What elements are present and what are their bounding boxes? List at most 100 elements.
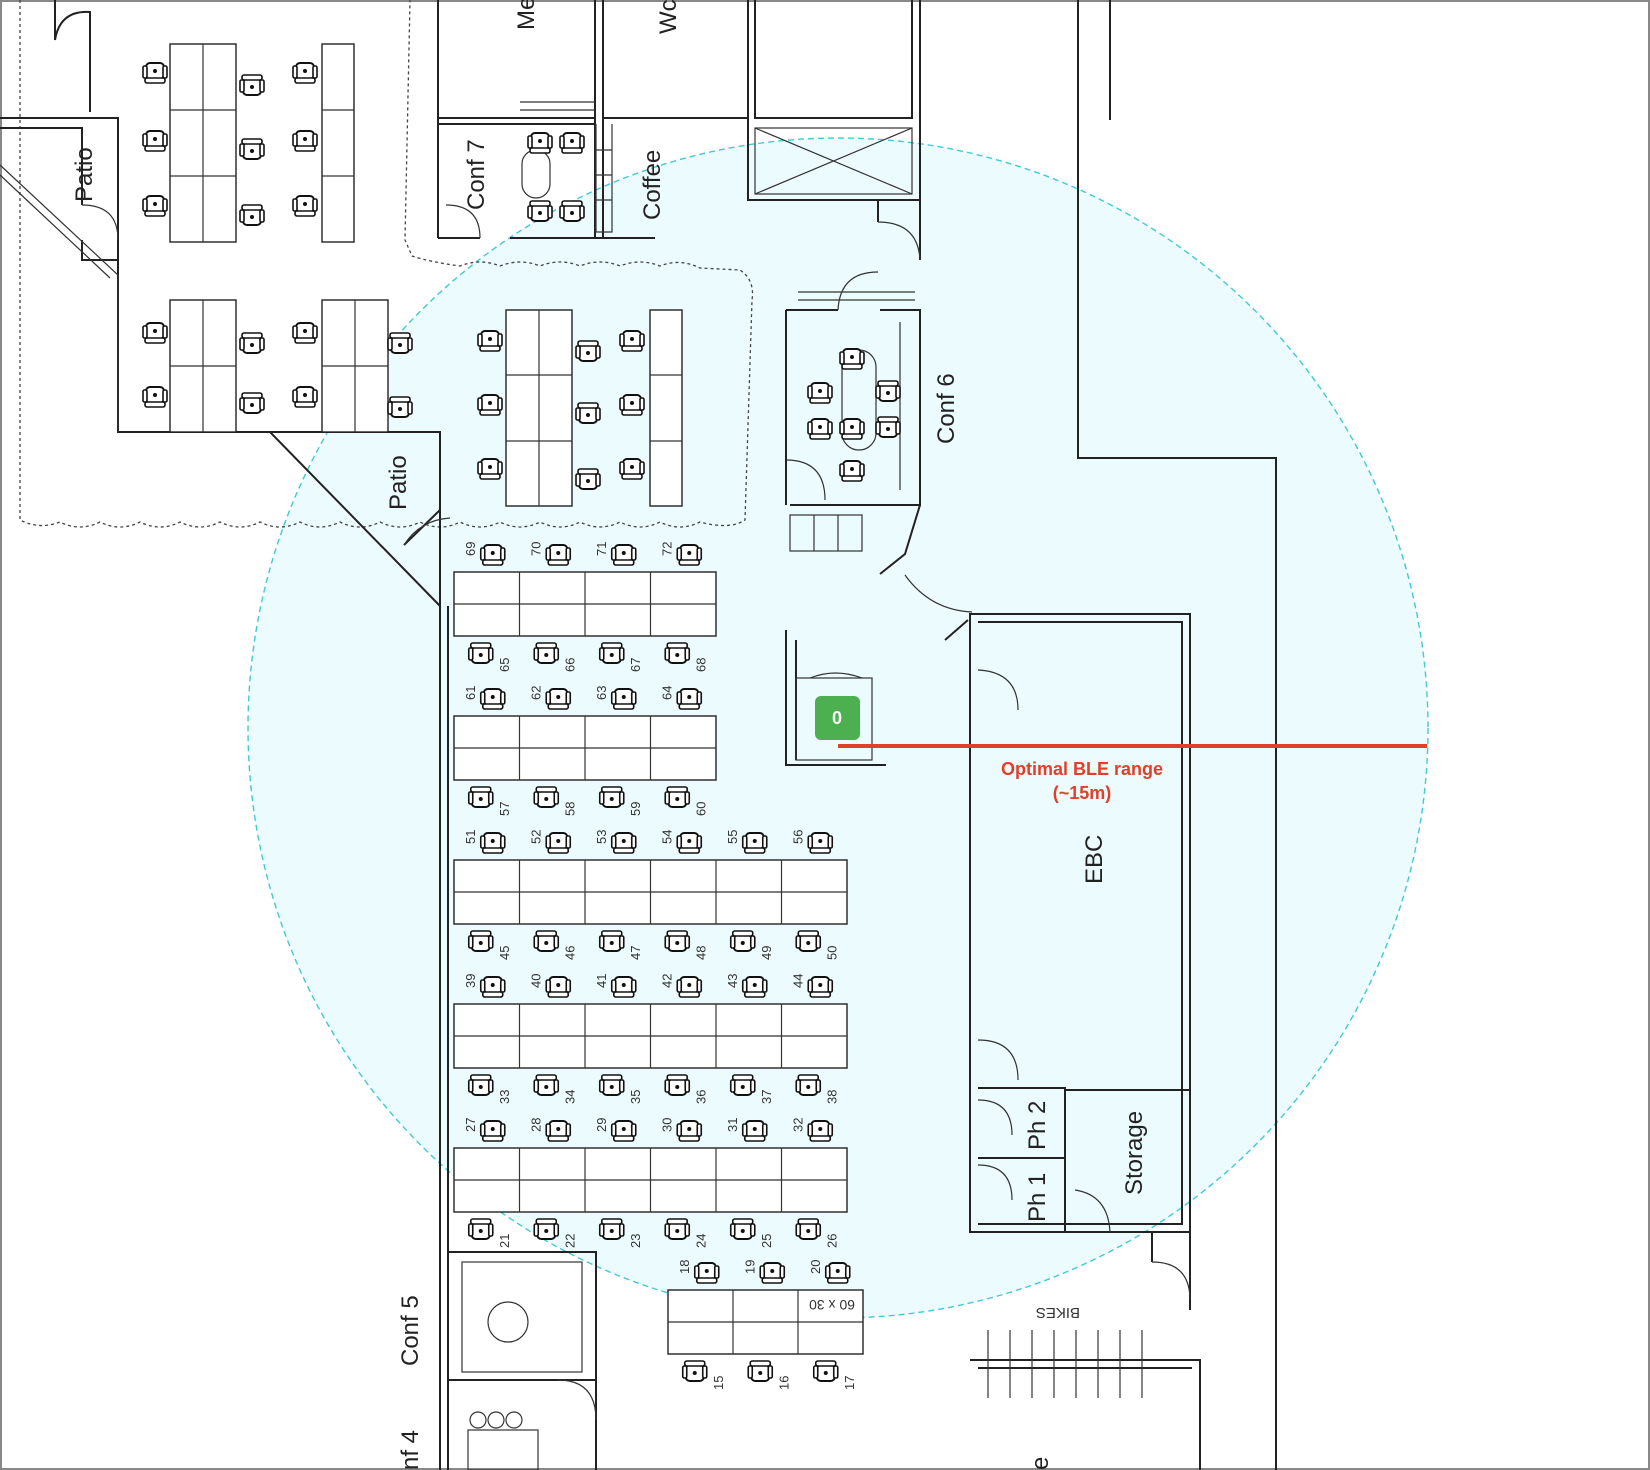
seat-number: 26 bbox=[824, 1234, 839, 1248]
seat-number: 59 bbox=[628, 802, 643, 816]
room-label-me: Me bbox=[513, 0, 540, 30]
beacon-marker-label: 0 bbox=[832, 708, 842, 728]
desk-chair-icon bbox=[664, 642, 691, 664]
desk-chair-icon bbox=[741, 832, 768, 854]
seat-number: 52 bbox=[528, 830, 543, 844]
desk-chair-icon bbox=[467, 1218, 494, 1240]
room-label-bikes: BIKES bbox=[1036, 1304, 1080, 1321]
room-label-conf6: Conf 6 bbox=[933, 373, 960, 444]
seat-number: 23 bbox=[628, 1234, 643, 1248]
desk-chair-icon bbox=[545, 544, 572, 566]
desk-chair-icon bbox=[479, 1120, 506, 1142]
desk-layer bbox=[453, 571, 848, 1213]
seat-number: 48 bbox=[693, 946, 708, 960]
desk-chair-icon bbox=[598, 930, 625, 952]
desk-chair-icon bbox=[676, 976, 703, 998]
room-label-wo: Wc bbox=[655, 0, 682, 34]
desk-chair-icon bbox=[676, 1120, 703, 1142]
desk-chair-icon bbox=[239, 332, 265, 354]
desk-chair-icon bbox=[610, 1120, 637, 1142]
room-label-conf5: Conf 5 bbox=[397, 1295, 424, 1366]
desk-size-note: 60 x 30 bbox=[809, 1297, 855, 1313]
desk-chair-icon bbox=[729, 930, 756, 952]
seat-number: 63 bbox=[594, 686, 609, 700]
desk-chair-icon bbox=[729, 1074, 756, 1096]
ble-range-label: Optimal BLE range bbox=[1001, 759, 1163, 779]
desk-chair-icon bbox=[559, 132, 585, 154]
seat-number: 28 bbox=[528, 1118, 543, 1132]
desk-chair-icon bbox=[759, 1262, 786, 1284]
seat-number: 32 bbox=[790, 1118, 805, 1132]
upper-left-wing bbox=[0, 0, 754, 607]
desk-chair-icon bbox=[292, 195, 318, 217]
desk-chair-icon bbox=[795, 1218, 822, 1240]
desk-chair-icon bbox=[598, 1218, 625, 1240]
desk-chair-icon bbox=[527, 132, 553, 154]
beacon-marker-icon[interactable] bbox=[815, 696, 860, 740]
seat-number: 57 bbox=[497, 802, 512, 816]
desk-chair-icon bbox=[559, 200, 585, 222]
desk-chair-icon bbox=[741, 1120, 768, 1142]
desk-chair-icon bbox=[467, 930, 494, 952]
desk-chair-icon bbox=[239, 138, 265, 160]
seat-number: 50 bbox=[824, 946, 839, 960]
seat-number: 45 bbox=[497, 946, 512, 960]
desk-chair-icon bbox=[664, 930, 691, 952]
seat-number: 41 bbox=[594, 974, 609, 988]
right-walls bbox=[969, 0, 1277, 1470]
desk-chair-icon bbox=[681, 1360, 708, 1382]
desk-chair-icon bbox=[807, 1120, 834, 1142]
desk-chair-icon bbox=[664, 786, 691, 808]
desk-chair-icon bbox=[533, 1074, 560, 1096]
room-label-patio-top: Patio bbox=[71, 147, 98, 202]
desk-chair-icon bbox=[533, 642, 560, 664]
desk-chair-icon bbox=[676, 544, 703, 566]
top-rooms bbox=[437, 0, 921, 261]
desk-chair-icon bbox=[610, 976, 637, 998]
seat-number: 69 bbox=[463, 542, 478, 556]
seat-number: 21 bbox=[497, 1234, 512, 1248]
seat-number: 71 bbox=[594, 542, 609, 556]
desk-chair-icon bbox=[292, 130, 318, 152]
desk-chair-icon bbox=[610, 832, 637, 854]
desk-chair-icon bbox=[807, 418, 833, 440]
desk-chair-icon bbox=[598, 786, 625, 808]
seat-number: 66 bbox=[562, 658, 577, 672]
room-label-ebc: EBC bbox=[1081, 835, 1108, 884]
beacon-marker[interactable]: 0 bbox=[815, 696, 860, 740]
seat-number: 30 bbox=[659, 1118, 674, 1132]
desk-chair-icon bbox=[142, 322, 168, 344]
seat-number: 29 bbox=[594, 1118, 609, 1132]
desk-chair-icon bbox=[479, 976, 506, 998]
seat-number: 27 bbox=[463, 1118, 478, 1132]
seat-number: 62 bbox=[528, 686, 543, 700]
seat-number: 70 bbox=[528, 542, 543, 556]
seat-number: 64 bbox=[659, 686, 674, 700]
seat-number: 36 bbox=[693, 1090, 708, 1104]
desk-chair-icon bbox=[533, 1218, 560, 1240]
desk-chair-icon bbox=[610, 544, 637, 566]
desk-chair-icon bbox=[467, 642, 494, 664]
seat-number: 72 bbox=[659, 542, 674, 556]
desk-chair-icon bbox=[142, 62, 168, 84]
seat-number: 39 bbox=[463, 974, 478, 988]
seat-number: 19 bbox=[742, 1260, 757, 1274]
desk-chair-icon bbox=[533, 786, 560, 808]
seat-number: 61 bbox=[463, 686, 478, 700]
seat-number: 15 bbox=[711, 1376, 726, 1390]
desk-chair-icon bbox=[619, 330, 645, 352]
seat-number: 67 bbox=[628, 658, 643, 672]
seat-number: 43 bbox=[725, 974, 740, 988]
central-walls bbox=[439, 540, 886, 1470]
room-label-storage: Storage bbox=[1121, 1111, 1148, 1195]
seat-number: 33 bbox=[497, 1090, 512, 1104]
desk-chair-icon bbox=[527, 200, 553, 222]
desk-chair-icon bbox=[545, 976, 572, 998]
desk-chair-icon bbox=[839, 460, 865, 482]
desk-chair-icon bbox=[292, 62, 318, 84]
desk-chair-icon bbox=[575, 468, 601, 490]
seat-number: 40 bbox=[528, 974, 543, 988]
room-label-edge-e: e bbox=[1027, 1457, 1054, 1470]
